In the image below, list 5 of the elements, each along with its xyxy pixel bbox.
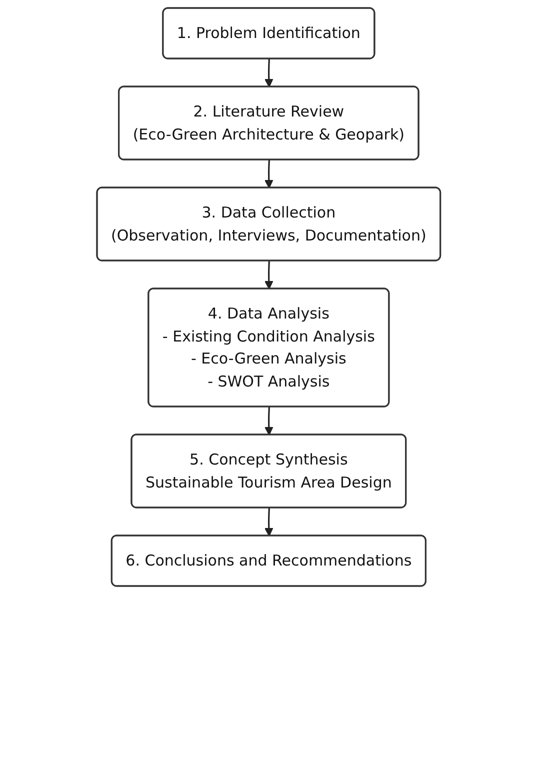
- arrow: [264, 160, 274, 188]
- arrow: [264, 58, 274, 88]
- arrow: [264, 406, 274, 436]
- arrow: [264, 508, 274, 536]
- arrow: [264, 260, 274, 290]
